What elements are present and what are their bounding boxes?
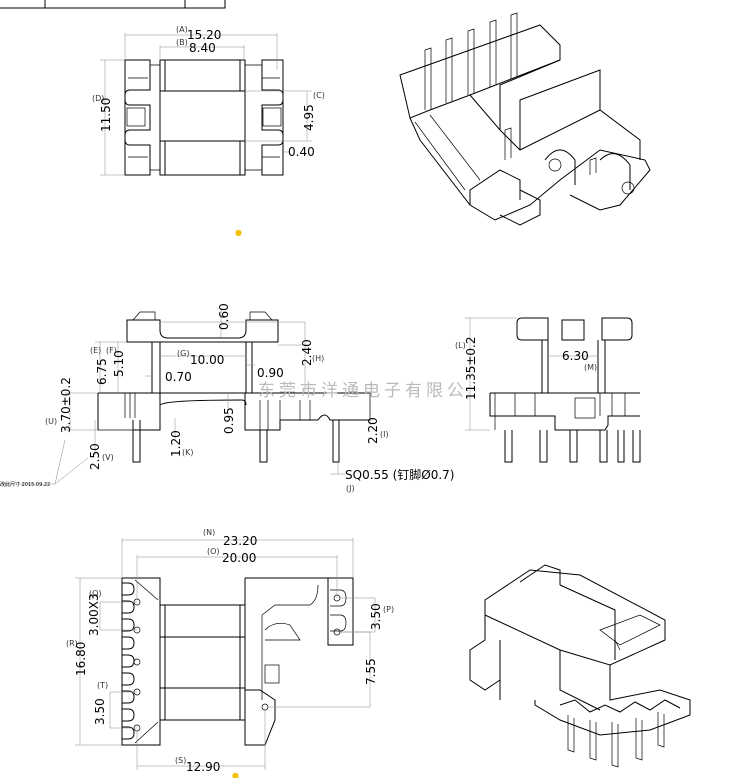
dim-f-label: (F) <box>106 346 117 355</box>
dim-i-value: 2.20 <box>366 417 380 444</box>
title-block <box>0 0 226 9</box>
dim-a-label: (A) <box>176 25 188 34</box>
dim-s-value: 12.90 <box>186 760 220 774</box>
dim-f-value: 5.10 <box>112 350 126 377</box>
marker-dot: ● <box>235 228 242 237</box>
dim-n-value: 23.20 <box>223 534 257 548</box>
dim-q-value: 3.00X3 <box>87 593 101 636</box>
dim-p-label: (P) <box>383 605 394 614</box>
dim-e-value: 6.75 <box>95 358 109 385</box>
marker-dot-bottom: ● <box>232 771 239 778</box>
dim-095-value: 0.95 <box>222 407 236 434</box>
dim-u-value: 3.70±0.2 <box>59 377 73 433</box>
dim-i-label: (I) <box>380 430 389 439</box>
end-view: (L) 11.35±0.2 6.30 (M) <box>455 317 641 463</box>
bottom-view: (N) 23.20 (O) 20.00 (Q) 3.00X3 (R) 16.80… <box>66 528 394 774</box>
dim-j-value: SQ0.55 (钉脚Ø0.7) <box>345 467 455 482</box>
dim-070-value: 0.70 <box>165 370 192 384</box>
dim-v-label: (V) <box>102 453 114 462</box>
dim-v-value: 2.50 <box>88 443 102 470</box>
watermark: 东莞市洋通电子有限公 <box>258 381 468 401</box>
dim-t-label: (T) <box>97 681 108 690</box>
dim-j-label: (J) <box>346 484 355 493</box>
top-view: (A) 15.20 (B) 8.40 (D) 11.50 (C) 4.95 0.… <box>92 25 325 176</box>
dim-r-value: 16.80 <box>74 642 88 676</box>
dim-h-label: (H) <box>312 354 324 363</box>
dim-060-value: 0.60 <box>217 303 231 330</box>
dim-q-label: (Q) <box>89 589 102 598</box>
side-view: 0.60 (G) 10.00 0.70 0.90 2.40 (H) (E) (F… <box>0 303 455 493</box>
dim-e-label: (E) <box>90 346 101 355</box>
dim-o-value: 20.00 <box>222 551 256 565</box>
dim-755-value: 7.55 <box>364 658 378 685</box>
dim-o-label: (O) <box>207 547 220 556</box>
dim-m-label: (M) <box>584 363 597 372</box>
dim-s-label: (S) <box>175 756 186 765</box>
dim-040-value: 0.40 <box>288 145 315 159</box>
dim-090-value: 0.90 <box>257 366 284 380</box>
dim-m-value: 6.30 <box>562 349 589 363</box>
dim-t-value: 3.50 <box>93 698 107 725</box>
dim-r-label: (R) <box>66 639 78 648</box>
dim-b-label: (B) <box>176 38 188 47</box>
dim-l-value: 11.35±0.2 <box>464 337 478 401</box>
dim-h-value: 2.40 <box>300 339 314 366</box>
dim-k-label: (K) <box>182 448 194 457</box>
dim-c-value: 4.95 <box>302 104 316 131</box>
dim-u-label: (U) <box>45 417 57 426</box>
isometric-view-bottom <box>469 564 691 768</box>
dim-p-value: 3.50 <box>369 603 383 630</box>
dim-g-value: 10.00 <box>190 353 224 367</box>
dim-b-value: 8.40 <box>189 41 216 55</box>
dim-a-value: 15.20 <box>187 28 221 42</box>
dim-l-label: (L) <box>455 341 466 350</box>
dim-d-value: 11.50 <box>99 98 113 132</box>
dim-d-label: (D) <box>92 94 104 103</box>
dim-g-label: (G) <box>177 349 189 358</box>
isometric-view-top <box>399 12 651 226</box>
dim-c-label: (C) <box>313 91 325 100</box>
dim-k-value: 1.20 <box>169 430 183 457</box>
dim-n-label: (N) <box>203 528 215 537</box>
revision-stamp: 改此尺寸 2015.09.22 <box>0 481 50 488</box>
